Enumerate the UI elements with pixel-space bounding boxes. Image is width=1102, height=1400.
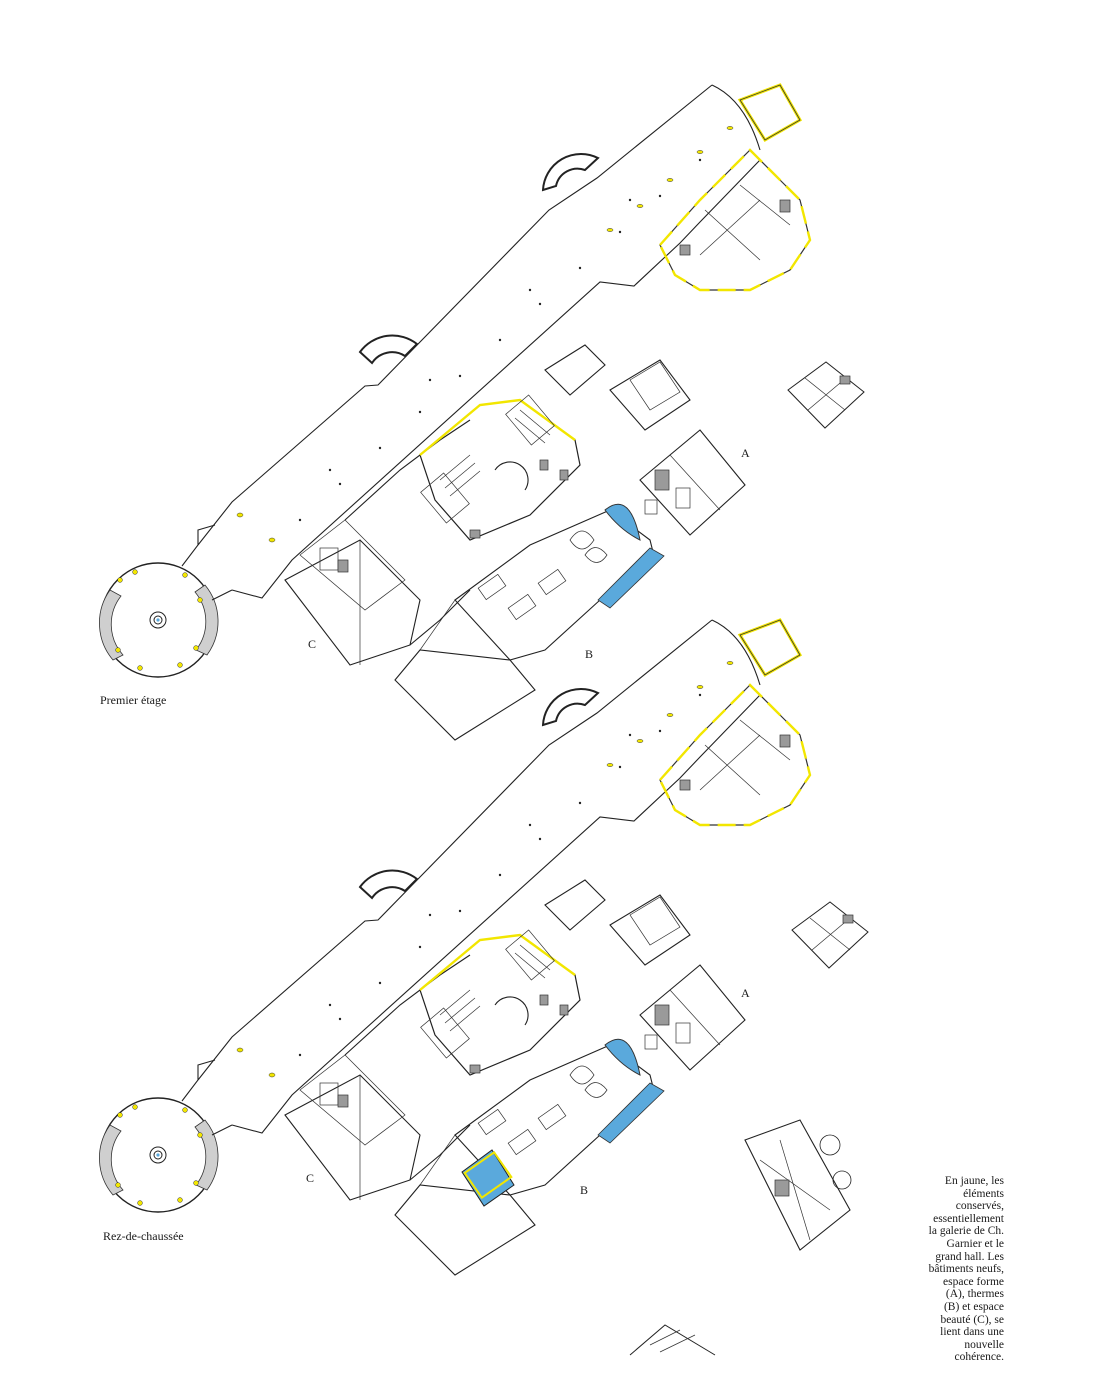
caption-line: cohérence. [954, 1351, 1004, 1364]
satellite-ground [791, 901, 869, 969]
caption-line: bâtiments neufs, [928, 1263, 1004, 1276]
caption-line: la galerie de Ch. [928, 1225, 1004, 1238]
ground-plan [97, 618, 812, 1277]
legend-caption: En jaune, les éléments conservés, essent… [900, 1175, 1004, 1364]
upper-plan-caption: Premier étage [100, 693, 167, 707]
caption-line: conservés, [955, 1200, 1004, 1213]
upper-plan [97, 83, 812, 742]
satellite-upper [787, 361, 865, 429]
caption-line: nouvelle [964, 1338, 1004, 1351]
ground-plan-caption: Rez-de-chaussée [103, 1229, 184, 1243]
ground-label-a: A [741, 986, 750, 1000]
caption-line: Garnier et le [946, 1237, 1004, 1250]
upper-label-c: C [308, 637, 317, 651]
ground-pool-frame [463, 1150, 513, 1200]
building-fragment [629, 1324, 716, 1356]
villa-ground [744, 1119, 852, 1251]
caption-line: grand hall. Les [935, 1250, 1004, 1263]
caption-line: espace forme [943, 1275, 1004, 1288]
caption-line: beauté (C), se [940, 1313, 1004, 1326]
upper-label-b: B [585, 647, 594, 661]
caption-line: En jaune, les [944, 1175, 1004, 1187]
upper-label-a: A [741, 446, 750, 460]
caption-line: (A), thermes [945, 1288, 1004, 1301]
ground-label-b: B [580, 1183, 589, 1197]
caption-line: éléments [963, 1187, 1004, 1200]
ground-pool [461, 1149, 515, 1207]
caption-line: (B) et espace [943, 1300, 1004, 1313]
caption-line: essentiellement [933, 1212, 1004, 1225]
caption-line: lient dans une [940, 1326, 1004, 1339]
ground-label-c: C [306, 1171, 315, 1185]
